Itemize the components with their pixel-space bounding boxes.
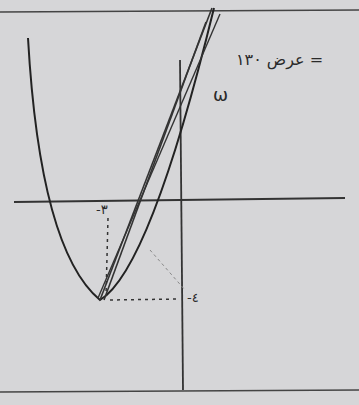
secant-line xyxy=(100,8,212,300)
secant-line xyxy=(104,22,206,300)
guide-line xyxy=(150,250,185,290)
axis-label: -٤ xyxy=(187,291,199,304)
dotted-guide xyxy=(110,299,180,300)
paper-rule xyxy=(0,390,359,392)
axis-label: ω xyxy=(213,86,228,104)
dotted-guide xyxy=(106,218,108,296)
x-axis xyxy=(14,198,345,202)
y-axis xyxy=(180,60,183,390)
axis-label: عرض ١٣٠ = xyxy=(236,52,323,68)
paper-rule xyxy=(0,10,359,12)
parabola xyxy=(28,8,214,300)
secant-line xyxy=(98,14,220,298)
axis-label: -٣ xyxy=(96,203,108,216)
